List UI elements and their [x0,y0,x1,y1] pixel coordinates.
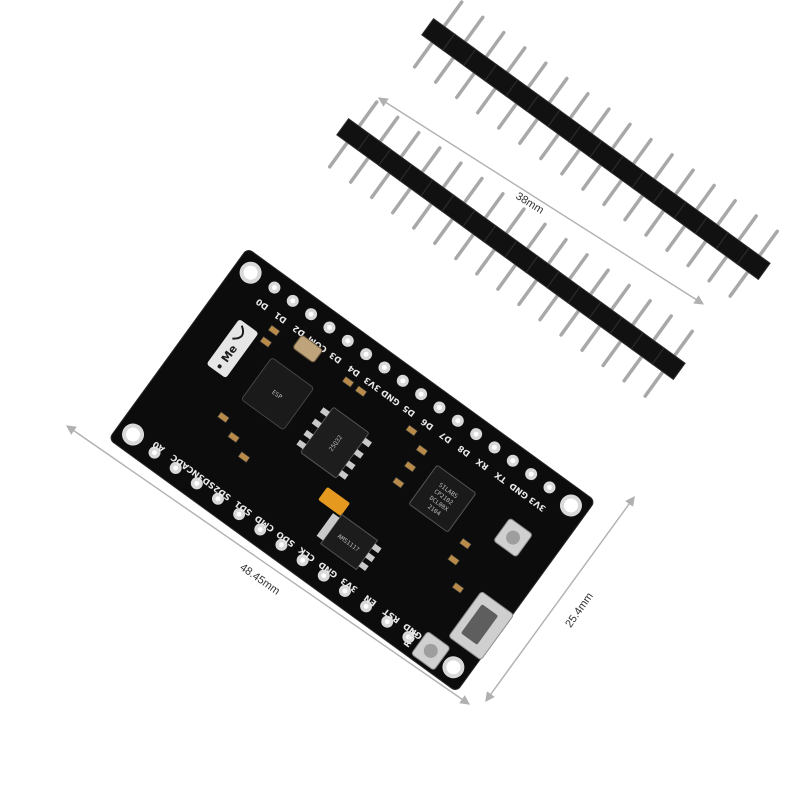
dimension-width-label: 48.45mm [237,561,281,597]
pin-hole [528,471,534,477]
pin-hole [257,526,263,532]
header-block [736,247,771,281]
smd-components [217,324,472,594]
pin-hole [363,351,369,357]
crystal [293,335,323,363]
pin-hole [278,542,284,548]
pin-header-strip-top [412,0,779,298]
pin-hole [510,458,516,464]
micro-usb-port [449,591,514,660]
pin-hole [546,484,552,490]
pin-hole [173,465,179,471]
pin-hole [215,496,221,502]
flash-button[interactable] [493,518,532,557]
pin-hole [400,378,406,384]
pin-hole [418,391,424,397]
mounting-holes [122,261,582,679]
dimension-height-label: 25.4mm [563,591,596,630]
pin-hole [308,311,314,317]
tantalum-capacitor [318,487,350,516]
pin-hole [384,619,390,625]
pin-hole [345,338,351,344]
reset-button[interactable] [411,631,450,670]
pin-hole [381,364,387,370]
pin-hole [300,557,306,563]
pin-hole [455,418,461,424]
pin-hole [473,431,479,437]
logo-badge: Me [207,320,258,378]
pin-pads-top [268,281,556,494]
pin-hole [236,511,242,517]
usb-serial-chip: SILABS CP2102 DCL00X 2104 [409,465,476,532]
pin-hole [491,444,497,450]
pin-hole [405,634,411,640]
header-block [651,347,686,381]
pin-hole [326,325,332,331]
pin-hole [436,404,442,410]
pin-hole [290,298,296,304]
wifi-icon [217,364,222,369]
pin-hole [321,573,327,579]
voltage-regulator: AMS1117 [316,513,382,572]
pin-hole [363,603,369,609]
pin-hole [194,480,200,486]
pin-hole [342,588,348,594]
pin-hole [271,285,277,291]
pin-hole [152,450,158,456]
wifi-chip: ESP [242,358,314,430]
flash-chip: 25Q32 [296,407,372,480]
